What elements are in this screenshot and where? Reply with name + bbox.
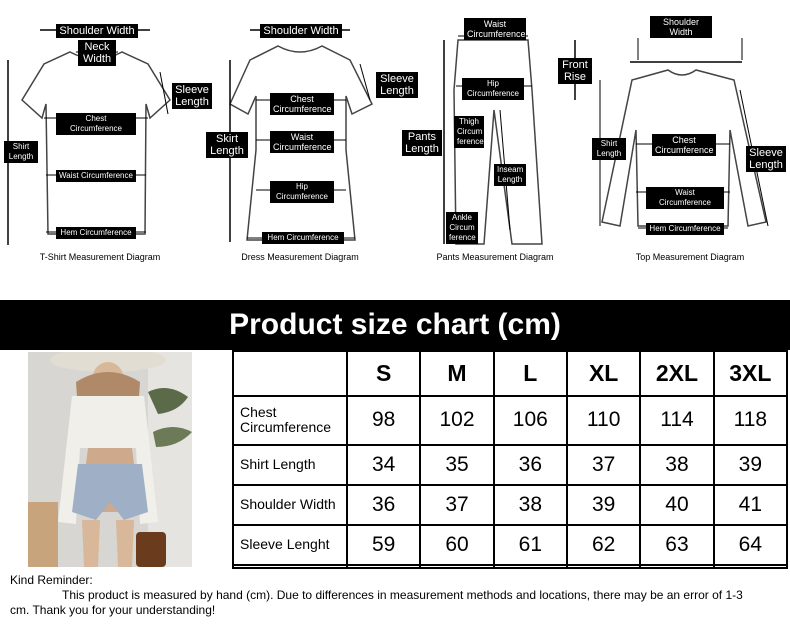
dress-caption: Dress Measurement Diagram xyxy=(241,252,359,262)
label-thigh-circumference: Thigh Circum ference xyxy=(454,116,484,148)
table-cell xyxy=(565,563,642,570)
label-hip-circumference: Hip Circumference xyxy=(462,78,524,100)
label-waist-circumference: Waist Circumference xyxy=(464,18,526,40)
table-row: Chest Circumference 98 102 106 110 114 1… xyxy=(232,394,789,446)
label-shoulder-width: Shoulder Width xyxy=(260,24,342,38)
row-label: Shoulder Width xyxy=(232,483,348,526)
tshirt-caption: T-Shirt Measurement Diagram xyxy=(39,252,161,262)
label-sleeve-length: Sleeve Length xyxy=(172,83,212,109)
table-cell: 61 xyxy=(492,523,568,566)
label-hem-circumference: Hem Circumference xyxy=(56,227,136,239)
label-hem-circumference: Hem Circumference xyxy=(646,223,724,235)
label-chest-circumference: Chest Circumference xyxy=(270,93,334,115)
top-caption: Top Measurement Diagram xyxy=(635,252,745,262)
measurement-diagrams: Shoulder Width Neck Width Sleeve Length … xyxy=(0,0,790,300)
row-label: Chest Circumference xyxy=(232,394,348,446)
table-header-row: S M L XL 2XL 3XL xyxy=(232,350,789,397)
label-sleeve-length: Sleeve Length xyxy=(376,72,418,98)
table-cell: 34 xyxy=(345,443,422,486)
table-row: Shoulder Width 36 37 38 39 40 41 xyxy=(232,483,789,526)
size-header: 2XL xyxy=(639,350,715,397)
table-cell: 38 xyxy=(492,483,568,526)
label-waist-circumference: Waist Circumference xyxy=(270,131,334,153)
label-shoulder-width: Shoulder Width xyxy=(650,16,712,38)
reminder-heading: Kind Reminder: xyxy=(10,573,93,587)
label-skirt-length: Skirt Length xyxy=(206,132,248,158)
table-row: Sleeve Lenght 59 60 61 62 63 64 xyxy=(232,523,789,566)
size-header: XL xyxy=(565,350,642,397)
size-table: S M L XL 2XL 3XL Chest Circumference 98 … xyxy=(232,350,789,570)
table-cell: 64 xyxy=(712,523,789,566)
top-diagram: Shoulder Width Chest Circumference Shirt… xyxy=(590,0,790,300)
label-chest-circumference: Chest Circumference xyxy=(56,113,136,135)
label-ankle-circumference: Ankle Circum ference xyxy=(446,212,478,244)
row-label xyxy=(232,563,348,570)
label-inseam-length: Inseam Length xyxy=(494,164,526,186)
kind-reminder: Kind Reminder: This product is measured … xyxy=(10,573,785,618)
label-shirt-length: Shirt Length xyxy=(592,138,626,160)
label-waist-circumference: Waist Circumference xyxy=(646,187,724,209)
size-header: S xyxy=(345,350,422,397)
table-cell: 37 xyxy=(419,483,495,526)
label-shoulder-width: Shoulder Width xyxy=(56,24,138,38)
reminder-text: This product is measured by hand (cm). D… xyxy=(62,588,743,602)
reminder-text-continued: cm. Thank you for your understanding! xyxy=(10,603,216,617)
label-waist-circumference: Waist Circumference xyxy=(56,170,136,182)
size-header: L xyxy=(492,350,568,397)
table-cell xyxy=(345,563,422,570)
top-outline xyxy=(599,38,769,229)
table-cell: 110 xyxy=(565,394,642,446)
table-cell: 35 xyxy=(419,443,495,486)
pants-diagram: Waist Circumference Front Rise Hip Circu… xyxy=(400,0,592,300)
table-cell: 62 xyxy=(565,523,642,566)
table-cell: 98 xyxy=(345,394,422,446)
table-cell: 118 xyxy=(712,394,789,446)
dress-diagram: Shoulder Width Sleeve Length Chest Circu… xyxy=(200,0,418,300)
table-cell: 36 xyxy=(345,483,422,526)
label-front-rise: Front Rise xyxy=(558,58,592,84)
label-shirt-length: Shirt Length xyxy=(4,141,38,163)
pants-caption: Pants Measurement Diagram xyxy=(436,252,554,262)
label-hem-circumference: Hem Circumference xyxy=(262,232,344,244)
table-row: Shirt Length 34 35 36 37 38 39 xyxy=(232,443,789,486)
table-cell: 60 xyxy=(419,523,495,566)
dress-outline xyxy=(229,29,374,242)
label-pants-length: Pants Length xyxy=(402,130,442,156)
row-label: Sleeve Lenght xyxy=(232,523,348,566)
table-cell: 59 xyxy=(345,523,422,566)
table-cell xyxy=(492,563,568,570)
table-row xyxy=(232,563,789,570)
size-header: 3XL xyxy=(712,350,789,397)
table-cell xyxy=(639,563,715,570)
row-label: Shirt Length xyxy=(232,443,348,486)
table-cell: 36 xyxy=(492,443,568,486)
size-header: M xyxy=(419,350,495,397)
table-cell: 102 xyxy=(419,394,495,446)
header-empty-cell xyxy=(232,350,348,397)
label-chest-circumference: Chest Circumference xyxy=(652,134,716,156)
label-neck-width: Neck Width xyxy=(78,40,116,66)
product-photo xyxy=(28,352,192,567)
label-sleeve-length: Sleeve Length xyxy=(746,146,786,172)
size-chart-title: Product size chart (cm) xyxy=(0,300,790,350)
table-cell: 63 xyxy=(639,523,715,566)
table-cell xyxy=(419,563,495,570)
table-cell: 39 xyxy=(712,443,789,486)
table-cell: 37 xyxy=(565,443,642,486)
table-cell: 41 xyxy=(712,483,789,526)
table-cell: 106 xyxy=(492,394,568,446)
table-cell: 40 xyxy=(639,483,715,526)
tshirt-diagram: Shoulder Width Neck Width Sleeve Length … xyxy=(0,0,212,300)
table-cell: 114 xyxy=(639,394,715,446)
label-hip-circumference: Hip Circumference xyxy=(270,181,334,203)
table-cell xyxy=(712,563,789,570)
table-cell: 39 xyxy=(565,483,642,526)
table-cell: 38 xyxy=(639,443,715,486)
